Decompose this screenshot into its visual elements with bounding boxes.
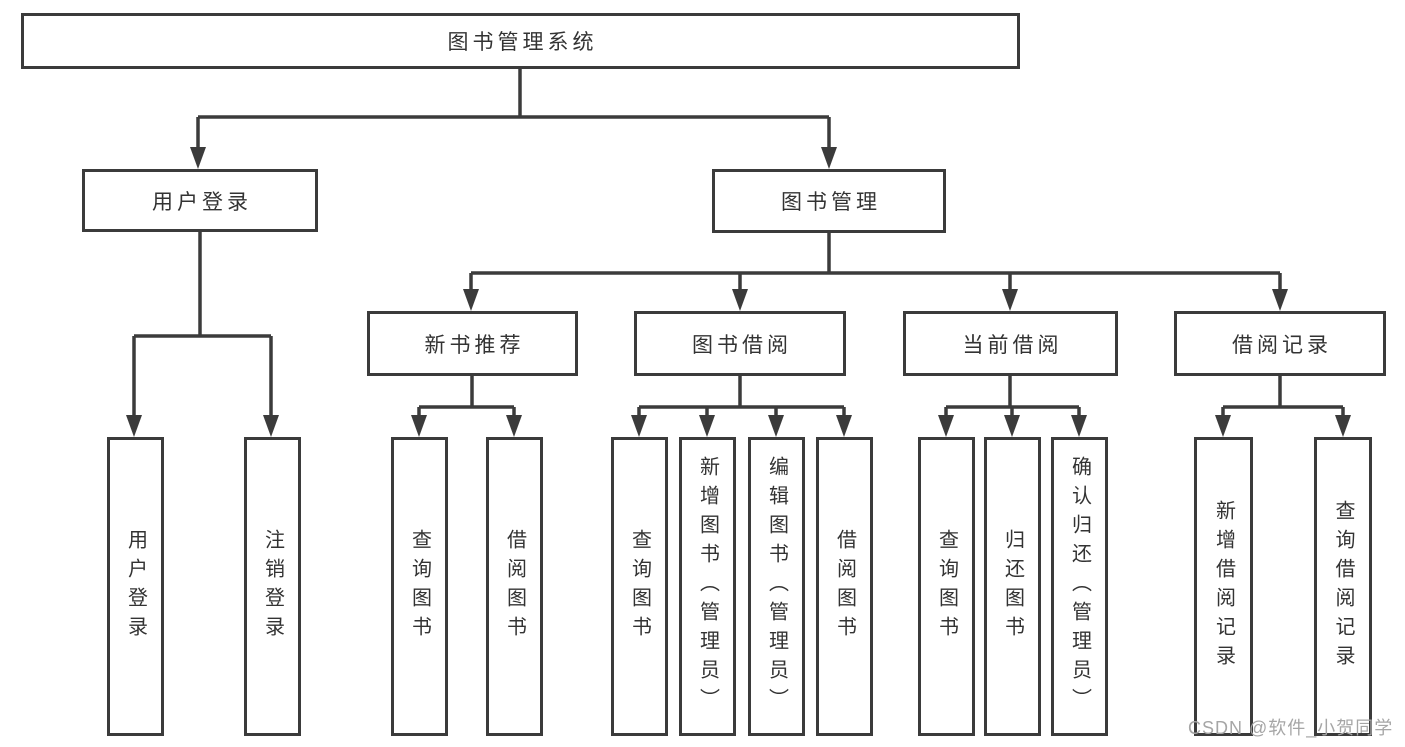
node-new-book-recommendation: 新书推荐 <box>367 311 578 376</box>
node-label: 查询借阅记录 <box>1332 499 1354 674</box>
node-root-system: 图书管理系统 <box>21 13 1020 69</box>
node-label: 用户登录 <box>152 190 252 214</box>
node-label: 新增借阅记录 <box>1212 499 1235 674</box>
node-label: 借阅图书 <box>503 528 526 645</box>
node-book-borrowing: 图书借阅 <box>634 311 846 376</box>
leaf-query-books-recommend: 查询图书 <box>391 437 448 736</box>
leaf-add-books-admin: 新增图书（管理员） <box>679 437 736 736</box>
node-label: 图书管理系统 <box>447 31 598 54</box>
node-label: 查询图书 <box>935 528 958 645</box>
node-label: 图书借阅 <box>692 333 792 357</box>
leaf-user-login: 用户登录 <box>107 437 164 736</box>
leaf-query-books-borrow: 查询图书 <box>611 437 668 736</box>
node-label: 借阅记录 <box>1232 333 1332 357</box>
node-label: 新增图书（管理员） <box>696 456 719 717</box>
node-borrowing-records: 借阅记录 <box>1174 311 1386 376</box>
leaf-query-borrow-record: 查询借阅记录 <box>1314 437 1372 736</box>
node-label: 图书管理 <box>781 191 881 214</box>
node-label: 注销登录 <box>261 528 284 645</box>
leaf-add-borrow-record: 新增借阅记录 <box>1194 437 1253 736</box>
node-user-login: 用户登录 <box>82 169 318 232</box>
leaf-borrow-books: 借阅图书 <box>816 437 873 736</box>
leaf-borrow-books-recommend: 借阅图书 <box>486 437 543 736</box>
node-label: 归还图书 <box>1001 528 1024 645</box>
node-book-management: 图书管理 <box>712 169 946 233</box>
node-label: 借阅图书 <box>833 528 856 645</box>
leaf-confirm-return-admin: 确认归还（管理员） <box>1051 437 1108 736</box>
node-label: 编辑图书（管理员） <box>765 456 788 717</box>
node-label: 用户登录 <box>124 528 147 645</box>
node-label: 新书推荐 <box>424 333 525 357</box>
node-current-borrowing: 当前借阅 <box>903 311 1118 376</box>
node-label: 当前借阅 <box>962 333 1063 357</box>
node-label: 查询图书 <box>628 528 651 645</box>
node-label: 查询图书 <box>408 528 431 645</box>
leaf-logout: 注销登录 <box>244 437 301 736</box>
leaf-return-books: 归还图书 <box>984 437 1041 736</box>
csdn-watermark: CSDN @软件_小贺同学 <box>1188 718 1394 738</box>
node-label: 确认归还（管理员） <box>1068 456 1091 717</box>
leaf-edit-books-admin: 编辑图书（管理员） <box>748 437 805 736</box>
leaf-query-books-current: 查询图书 <box>918 437 975 736</box>
